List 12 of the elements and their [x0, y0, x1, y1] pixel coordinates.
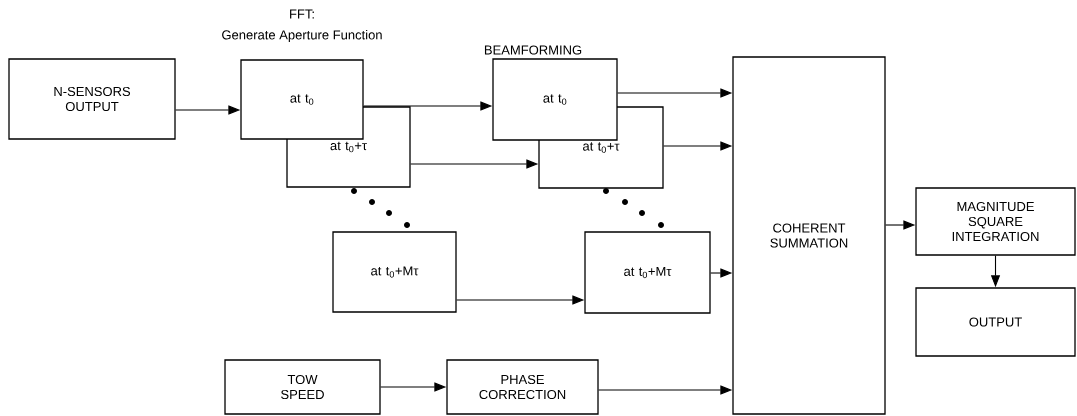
heading: FFT:	[290, 9, 314, 19]
process-box: N-SENSORS OUTPUT	[8, 58, 176, 140]
process-box: at t$_{0}$+Mτ	[584, 231, 711, 314]
process-box: TOW SPEED	[224, 359, 381, 415]
process-box: at t$_{0}$	[240, 59, 364, 140]
heading: Generate Aperture Function	[222, 29, 382, 43]
process-box: at t$_{0}$	[492, 58, 618, 141]
process-box: PHASE CORRECTION	[446, 359, 599, 415]
process-box: at t$_{0}$+Mτ	[332, 231, 457, 313]
process-box: COHERENT SUMMATION	[732, 56, 886, 415]
process-box: OUTPUT	[915, 287, 1076, 357]
process-box: MAGNITUDE SQUARE INTEGRATION	[915, 187, 1076, 256]
